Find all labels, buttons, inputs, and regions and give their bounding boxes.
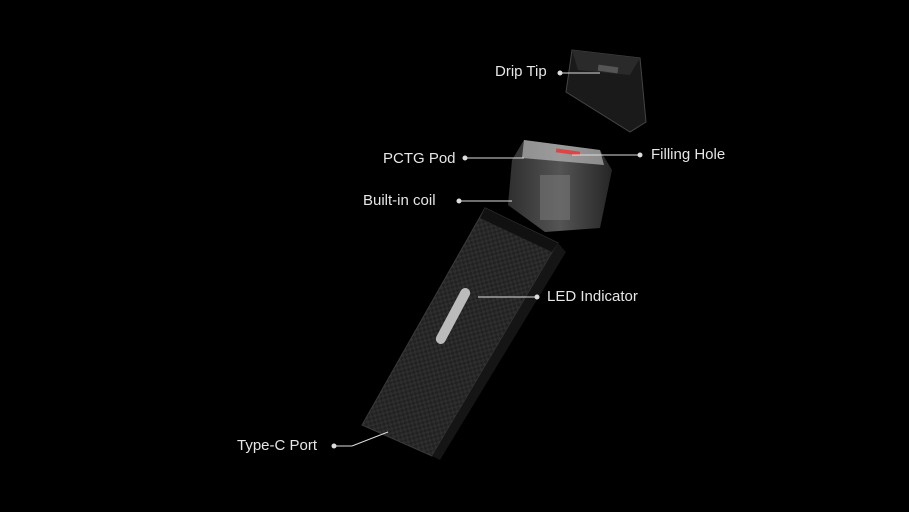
label-led-indicator: LED Indicator <box>547 288 638 305</box>
drip-tip <box>565 49 647 133</box>
callout-lines <box>331 70 643 449</box>
device-body <box>361 207 566 460</box>
label-drip-tip: Drip Tip <box>495 63 547 80</box>
label-filling-hole: Filling Hole <box>651 146 726 163</box>
led-indicator <box>435 288 471 344</box>
pctg-pod <box>508 140 612 232</box>
label-type-c-port: Type-C Port <box>237 437 318 454</box>
label-built-in-coil: Built-in coil <box>363 192 436 209</box>
label-pctg-pod: PCTG Pod <box>383 150 456 167</box>
